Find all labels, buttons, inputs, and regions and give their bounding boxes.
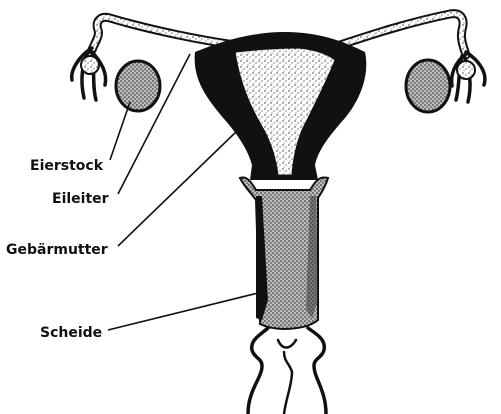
vagina bbox=[240, 178, 328, 329]
fimbriae-left bbox=[72, 48, 106, 100]
uterus bbox=[195, 32, 367, 180]
ovary-left bbox=[116, 61, 160, 111]
label-fallopian-tube: Eileiter bbox=[52, 191, 109, 207]
fallopian-tube-right bbox=[340, 14, 466, 55]
label-vagina: Scheide bbox=[40, 325, 102, 341]
leader-line-vagina bbox=[108, 293, 258, 330]
fimbriae-right bbox=[452, 52, 485, 102]
label-uterus: Gebärmutter bbox=[6, 242, 108, 258]
leader-line-ovary bbox=[110, 102, 130, 160]
leader-line-uterus bbox=[118, 130, 238, 246]
vulva-outline bbox=[248, 328, 326, 414]
ovary-right bbox=[406, 60, 450, 112]
label-ovary: Eierstock bbox=[30, 158, 104, 174]
